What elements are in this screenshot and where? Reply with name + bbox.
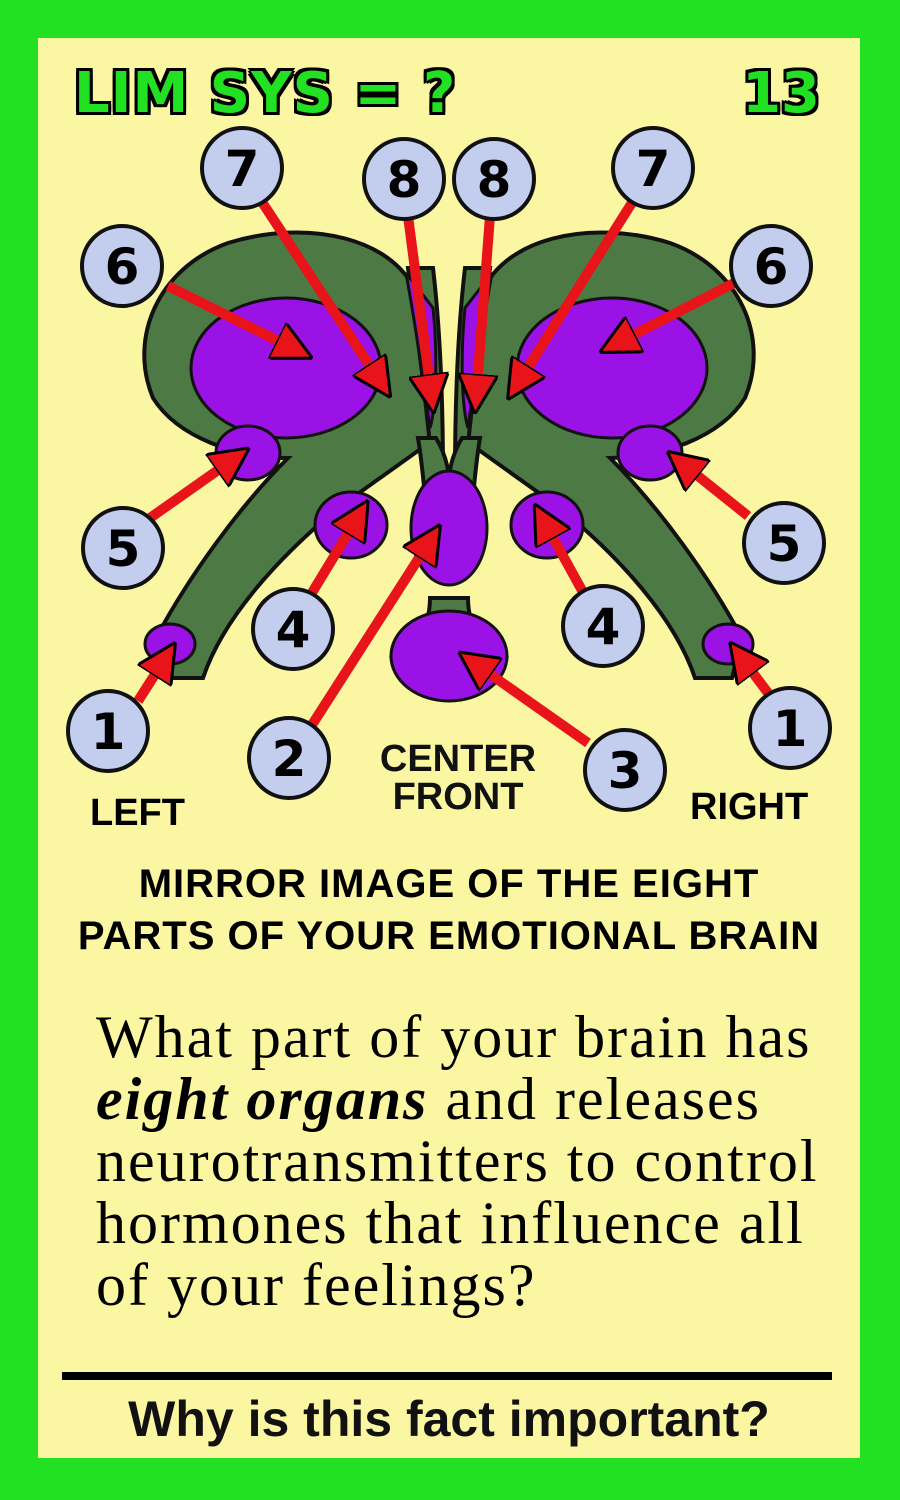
card-number: 13 [742,61,820,126]
marker-3: 3 [583,728,667,812]
svg-text:4: 4 [586,598,621,656]
svg-text:6: 6 [105,238,140,296]
svg-text:5: 5 [767,515,802,573]
marker-8-left: 8 [362,137,446,221]
limbic-system-diagram: 1 2 3 4 4 5 5 6 6 7 7 8 8 1 [66,126,832,812]
diagram-caption: MIRROR IMAGE OF THE EIGHT PARTS OF YOUR … [38,858,860,962]
question-card: LIM SYS = ? 13 [38,38,860,1458]
marker-7-right: 7 [611,126,695,210]
center-label-line2: FRONT [392,776,524,818]
number-markers: 1 2 3 4 4 5 5 6 6 7 7 8 8 1 [66,126,832,812]
svg-text:7: 7 [636,140,671,198]
question-part2: and releases neurotransmitters to contro… [96,1066,819,1318]
svg-text:6: 6 [754,238,789,296]
svg-text:8: 8 [477,151,512,209]
marker-2: 2 [247,716,331,800]
svg-text:4: 4 [276,601,311,659]
pointer-arrows [133,193,778,748]
divider-rule [62,1372,832,1380]
svg-text:8: 8 [387,151,422,209]
svg-text:7: 7 [225,140,260,198]
marker-8-right: 8 [452,137,536,221]
caption-line2: PARTS OF YOUR EMOTIONAL BRAIN [77,914,821,958]
card-title: LIM SYS = ? [74,61,457,126]
marker-4-right: 4 [561,584,645,668]
marker-7-left: 7 [200,126,284,210]
question-text: What part of your brain has eight organs… [96,1006,836,1316]
marker-6-right: 6 [729,224,813,308]
brain-organs [143,272,755,703]
svg-text:3: 3 [608,742,643,800]
svg-text:1: 1 [91,703,126,761]
caption-line1: MIRROR IMAGE OF THE EIGHT [138,862,760,906]
marker-5-right: 5 [742,501,826,585]
question-part1: What part of your brain has [96,1004,812,1070]
marker-4-left: 4 [251,587,335,671]
marker-1-right: 1 [748,686,832,770]
marker-1-left: 1 [66,689,150,773]
right-label: RIGHT [690,786,809,828]
marker-6-left: 6 [80,224,164,308]
center-label-line1: CENTER [379,738,537,780]
question-emphasis: eight organs [96,1066,429,1132]
left-label: LEFT [90,792,185,834]
svg-text:5: 5 [106,520,141,578]
svg-text:1: 1 [773,700,808,758]
center-front-label: CENTER FRONT [368,740,548,816]
svg-text:2: 2 [272,730,307,788]
marker-5-left: 5 [81,506,165,590]
discussion-prompt: Why is this fact important? [128,1391,770,1447]
